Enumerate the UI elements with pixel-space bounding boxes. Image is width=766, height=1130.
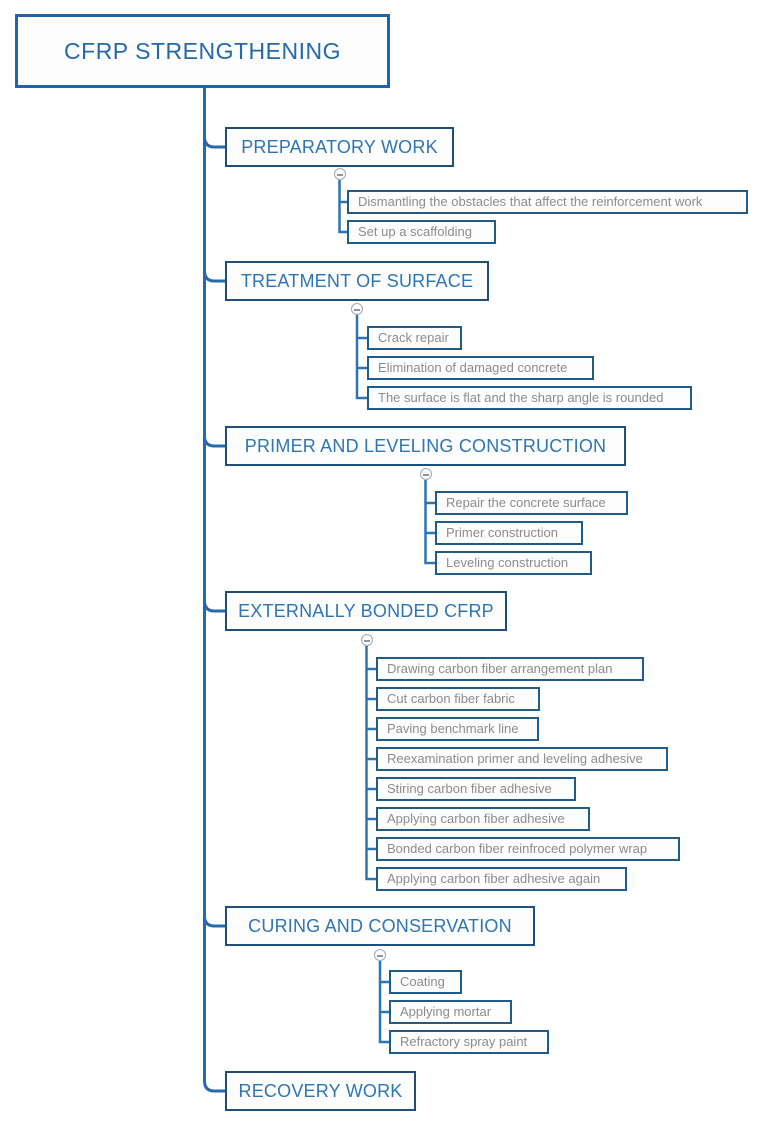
branch-elbow [203, 270, 226, 283]
subtopic-item[interactable]: Cut carbon fiber fabric [376, 687, 540, 711]
subtopic-item[interactable]: Elimination of damaged concrete [367, 356, 594, 380]
minus-icon [422, 474, 429, 476]
branch-elbow [203, 136, 226, 149]
child-connector [355, 315, 367, 400]
subtopic-item[interactable]: Repair the concrete surface [435, 491, 628, 515]
subtopic-item[interactable]: Refractory spray paint [389, 1030, 549, 1054]
subtopic-item[interactable]: Dismantling the obstacles that affect th… [347, 190, 748, 214]
child-connector [338, 180, 347, 234]
subtopic-item[interactable]: Drawing carbon fiber arrangement plan [376, 657, 644, 681]
branch-topic-primer-and-leveling[interactable]: PRIMER AND LEVELING CONSTRUCTION [225, 426, 626, 466]
collapse-toggle[interactable] [333, 168, 346, 180]
minus-icon [363, 640, 370, 642]
subtopic-item[interactable]: Reexamination primer and leveling adhesi… [376, 747, 668, 771]
collapse-toggle[interactable] [360, 634, 373, 646]
subtopic-item[interactable]: Set up a scaffolding [347, 220, 496, 244]
trunk-line [203, 88, 226, 1093]
child-connector [424, 480, 435, 565]
branch-topic-preparatory-work[interactable]: PREPARATORY WORK [225, 127, 454, 167]
subtopic-item[interactable]: Bonded carbon fiber reinfroced polymer w… [376, 837, 680, 861]
subtopic-item[interactable]: Stiring carbon fiber adhesive [376, 777, 576, 801]
subtopic-item[interactable]: Paving benchmark line [376, 717, 539, 741]
child-connector [365, 646, 376, 881]
subtopic-item[interactable]: Leveling construction [435, 551, 592, 575]
collapse-toggle[interactable] [374, 949, 386, 961]
collapse-toggle[interactable] [351, 303, 363, 315]
minus-icon [354, 309, 360, 311]
subtopic-item[interactable]: Applying carbon fiber adhesive [376, 807, 590, 831]
branch-topic-treatment-of-surface[interactable]: TREATMENT OF SURFACE [225, 261, 489, 301]
child-connector [378, 961, 389, 1044]
subtopic-item[interactable]: Primer construction [435, 521, 583, 545]
minus-icon [336, 174, 343, 176]
branch-topic-recovery-work[interactable]: RECOVERY WORK [225, 1071, 416, 1111]
subtopic-item[interactable]: The surface is flat and the sharp angle … [367, 386, 692, 410]
collapse-toggle[interactable] [419, 468, 432, 480]
subtopic-item[interactable]: Coating [389, 970, 462, 994]
branch-topic-curing-and-conservation[interactable]: CURING AND CONSERVATION [225, 906, 535, 946]
branch-elbow [203, 435, 226, 448]
subtopic-item[interactable]: Applying mortar [389, 1000, 512, 1024]
branch-elbow [203, 600, 226, 613]
branch-elbow [203, 915, 226, 928]
minus-icon [377, 955, 383, 957]
subtopic-item[interactable]: Crack repair [367, 326, 462, 350]
subtopic-item[interactable]: Applying carbon fiber adhesive again [376, 867, 627, 891]
root-topic[interactable]: CFRP STRENGTHENING [15, 14, 390, 88]
branch-topic-externally-bonded-cfrp[interactable]: EXTERNALLY BONDED CFRP [225, 591, 507, 631]
